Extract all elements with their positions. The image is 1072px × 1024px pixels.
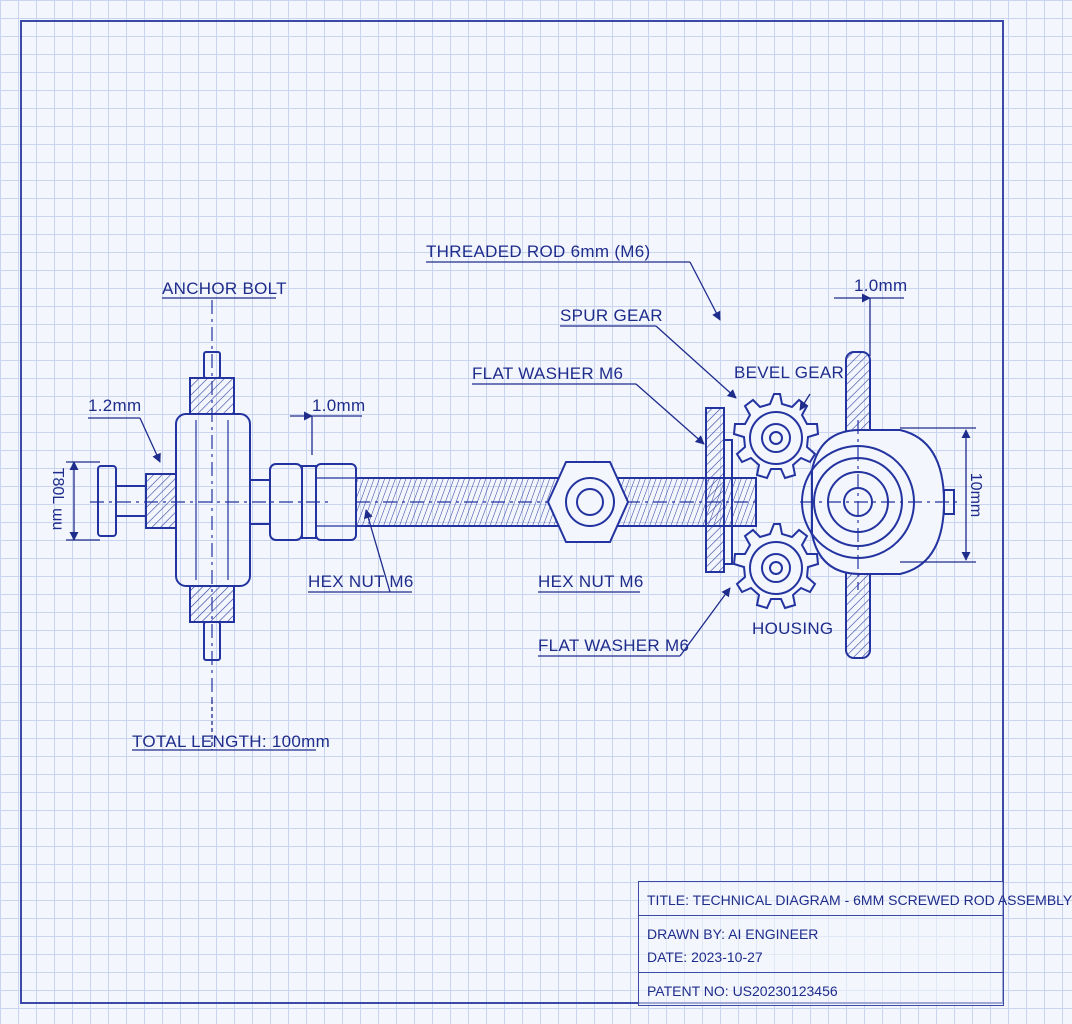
label-anchor-bolt: ANCHOR BOLT (162, 279, 287, 298)
dimension-1-0mm-left: 1.0mm (312, 396, 366, 415)
label-hex-nut-middle: HEX NUT M6 (538, 572, 644, 591)
dimension-vertical-left: T80L ɯu (49, 467, 66, 531)
housing (800, 351, 960, 659)
title-block-divider (639, 915, 1003, 916)
upper-spur-gear (732, 393, 820, 480)
label-bevel-gear: BEVEL GEAR (734, 363, 845, 382)
title-block-divider (639, 972, 1003, 973)
title-block: TITLE: TECHNICAL DIAGRAM - 6MM SCREWED R… (638, 881, 1072, 1006)
dimension-1-0mm-right: 1.0mm (854, 276, 908, 295)
drawing-border (20, 20, 1004, 1004)
title-block-drawn-by: DRAWN BY: AI ENGINEER (647, 926, 819, 942)
anchor-bolt (90, 300, 330, 700)
flat-washer (705, 407, 733, 573)
label-threaded-rod: THREADED ROD 6mm (M6) (426, 242, 651, 261)
middle-hex-nut (546, 461, 630, 543)
label-flat-washer-top: FLAT WASHER M6 (472, 364, 624, 383)
label-total-length: TOTAL LENGTH: 100mm (132, 732, 331, 751)
title-block-title: TITLE: TECHNICAL DIAGRAM - 6MM SCREWED R… (647, 892, 1072, 908)
dimension-vertical-right: 10mm (967, 472, 984, 518)
title-block-date: DATE: 2023-10-27 (647, 949, 763, 965)
title-block-patent-no: PATENT NO: US20230123456 (647, 983, 838, 999)
assembly-drawing (66, 261, 976, 751)
dimension-1-2mm: 1.2mm (88, 396, 142, 415)
lower-spur-gear (732, 523, 820, 610)
label-hex-nut-left: HEX NUT M6 (308, 572, 414, 591)
label-flat-washer-bottom: FLAT WASHER M6 (538, 636, 690, 655)
label-spur-gear: SPUR GEAR (560, 306, 663, 325)
label-housing: HOUSING (752, 619, 834, 638)
